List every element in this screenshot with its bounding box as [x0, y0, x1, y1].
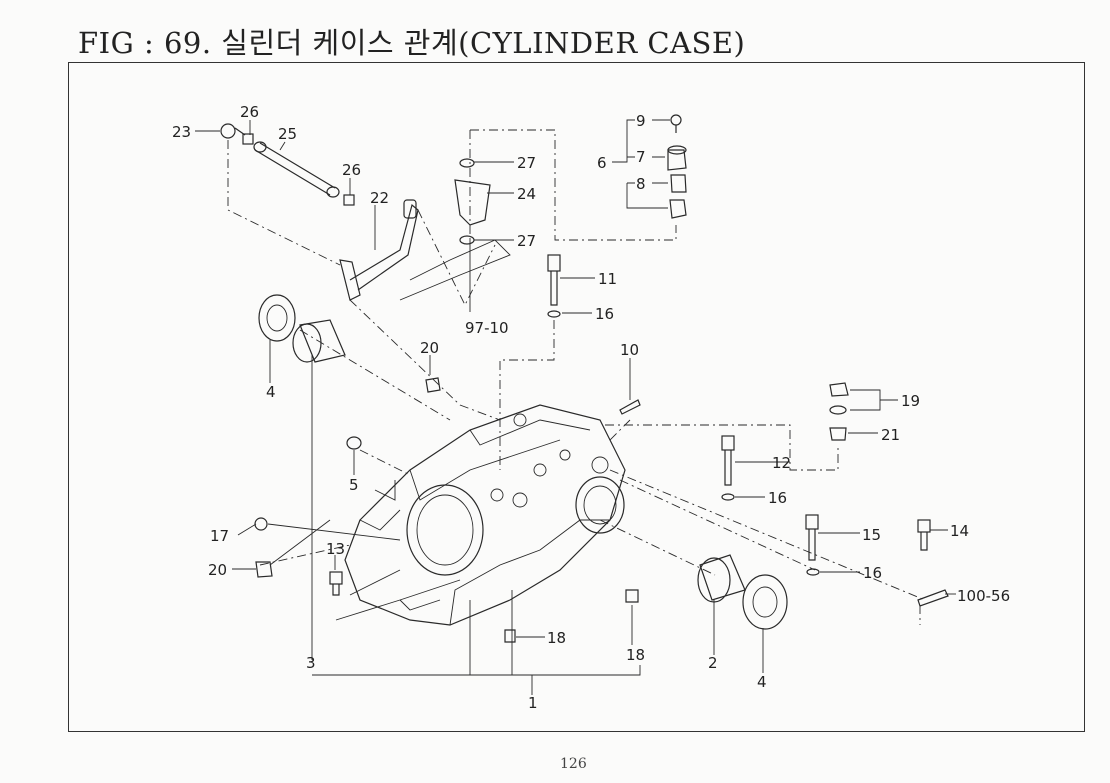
callout-10: 10 [620, 341, 639, 359]
callout-13: 13 [326, 540, 345, 558]
callout-7: 7 [636, 148, 646, 166]
figure-title: FIG : 69. 실린더 케이스 관계(CYLINDER CASE) [78, 26, 746, 60]
callout-27: 27 [517, 154, 536, 172]
callout-4: 4 [266, 383, 276, 401]
leader-lines [195, 119, 956, 695]
callout-16: 16 [595, 305, 614, 323]
callout-15: 15 [862, 526, 881, 544]
callout-18: 18 [626, 646, 645, 664]
callout-2: 2 [708, 654, 718, 672]
callout-labels: 23 26 25 26 22 27 24 27 9 7 6 8 11 16 97… [172, 103, 1010, 712]
callout-6: 6 [597, 154, 607, 172]
callout-5: 5 [349, 476, 359, 494]
bearings [258, 294, 788, 630]
callout-14: 14 [950, 522, 969, 540]
callout-11: 11 [598, 270, 617, 288]
callout-100-56: 100-56 [957, 587, 1010, 605]
callout-9: 9 [636, 112, 646, 130]
cylinder-case-body [344, 404, 626, 626]
callout-97-10: 97-10 [465, 319, 509, 337]
callout-27: 27 [517, 232, 536, 250]
callout-12: 12 [772, 454, 791, 472]
diagram-frame [68, 62, 1085, 732]
callout-26: 26 [342, 161, 361, 179]
callout-21: 21 [881, 426, 900, 444]
callout-3: 3 [306, 654, 316, 672]
callout-24: 24 [517, 185, 536, 203]
callout-23: 23 [172, 123, 191, 141]
lever-assembly [220, 123, 511, 301]
callout-25: 25 [278, 125, 297, 143]
callout-16: 16 [863, 564, 882, 582]
callout-4: 4 [757, 673, 767, 691]
callout-22: 22 [370, 189, 389, 207]
callout-17: 17 [210, 527, 229, 545]
callout-8: 8 [636, 175, 646, 193]
callout-16: 16 [768, 489, 787, 507]
alignment-lines [227, 129, 926, 625]
valve-assembly [667, 114, 687, 219]
page-number: 126 [560, 756, 587, 772]
callout-1: 1 [528, 694, 538, 712]
callout-19: 19 [901, 392, 920, 410]
callout-18: 18 [547, 629, 566, 647]
callout-26: 26 [240, 103, 259, 121]
callout-20: 20 [208, 561, 227, 579]
plugs-and-seals [254, 377, 849, 643]
callout-20: 20 [420, 339, 439, 357]
